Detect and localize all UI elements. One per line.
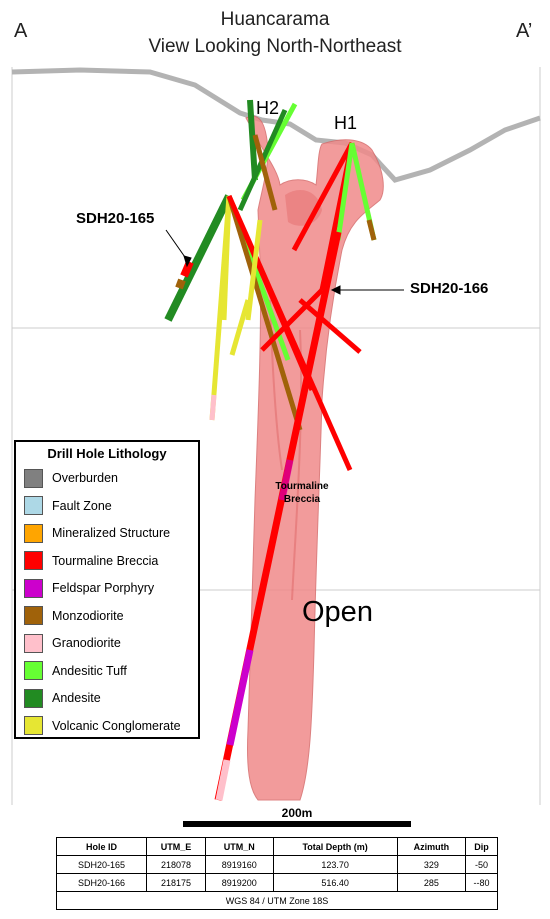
table-cell: --80 [465,873,498,892]
table-cell: 8919160 [204,855,274,874]
collar-label-h2: H2 [256,98,280,118]
legend-swatch [24,716,43,735]
table-header-cell: Hole ID [56,837,147,856]
legend-item: Feldspar Porphyry [24,577,154,599]
table-cell: 123.70 [272,855,398,874]
table-header-cell: Total Depth (m) [272,837,398,856]
table-footer-row: WGS 84 / UTM Zone 18S [56,891,498,910]
legend-label: Fault Zone [52,498,112,513]
topography-line [11,67,541,183]
legend-label: Feldspar Porphyry [52,581,155,595]
table-header-cell: UTM_E [145,837,206,856]
table-header-cell: Dip [465,837,498,856]
legend-item: Volcanic Conglomerate [24,715,181,737]
table-cell: 8919200 [204,873,274,892]
legend-swatch [24,633,43,653]
table-cell: -50 [465,855,498,874]
tourmaline-breccia-body [245,115,384,801]
legend-swatch [24,661,43,680]
table-cell: 285 [396,873,467,892]
annotation-arrows [165,229,404,295]
legend-title: Drill Hole Lithology [47,446,167,461]
drill-hole-fan-5 [226,195,303,431]
legend-swatch [24,606,43,625]
legend-swatch [24,551,43,570]
legend-item: Mineralized Structure [24,522,170,544]
legend-item: Overburden [24,467,118,489]
legend-label: Overburden [52,471,119,485]
drill-holes [164,99,377,801]
section-label-right: A’ [516,20,533,42]
drill-hole-h2-d [252,134,278,211]
table-header-cell: Azimuth [396,837,467,856]
table-cell: 516.40 [272,873,398,892]
breccia-label-line-1: Tourmaline [275,481,329,492]
hole-label-sdh20-165: SDH20-165 [76,210,155,227]
legend-swatch [24,523,43,543]
drill-hole-fan-6 [226,194,353,472]
table-footer-cell: WGS 84 / UTM Zone 18S [56,891,498,910]
scale-bar-label: 200m [281,806,313,820]
drill-hole-fan-2 [221,195,232,321]
open-label: Open [302,596,373,628]
legend-item: Fault Zone [24,495,112,517]
table-cell: 218078 [145,855,206,874]
drill-hole-h2-a [247,99,258,181]
title-line-2: View Looking North-Northeast [148,36,402,57]
table-cell: 329 [396,855,467,874]
table-cell: 218175 [145,873,206,892]
legend-item: Tourmaline Breccia [24,550,158,572]
drill-hole-fan-8 [229,299,251,356]
legend-item: Granodiorite [24,632,121,654]
legend-label: Tourmaline Breccia [52,553,159,568]
legend-item: Andesitic Tuff [24,660,127,682]
scale-bar [183,821,411,827]
legend-swatch [24,578,43,598]
legend-label: Monzodiorite [52,608,124,623]
drill-hole-h1-b [291,141,355,252]
legend-label: Andesite [52,691,101,705]
drill-hole-h1-e [260,288,324,352]
collar-label-h1: H1 [334,113,358,133]
legend-item: Andesite [24,687,101,709]
legend-item: Monzodiorite [24,605,124,627]
legend-label: Granodiorite [52,636,121,650]
legend-label: Mineralized Structure [52,526,171,540]
drill-hole-h1-d [335,142,355,241]
drill-hole-fan-7 [245,219,263,321]
table-cell: SDH20-166 [56,873,147,892]
table-header-cell: UTM_N [204,837,274,856]
legend-label: Andesitic Tuff [52,663,127,678]
legend-swatch [24,688,43,708]
drill-hole-sdh20-165 [164,194,233,322]
drill-hole-h1-f [298,298,362,354]
legend-swatch [24,468,43,488]
title-line-1: Huancarama [220,9,330,30]
legend-label: Volcanic Conglomerate [52,718,181,733]
section-label-left: A [14,20,28,42]
table-cell: SDH20-165 [56,855,147,874]
hole-label-sdh20-166: SDH20-166 [410,280,489,297]
breccia-label-line-2: Breccia [283,494,321,505]
legend-swatch [24,496,43,515]
